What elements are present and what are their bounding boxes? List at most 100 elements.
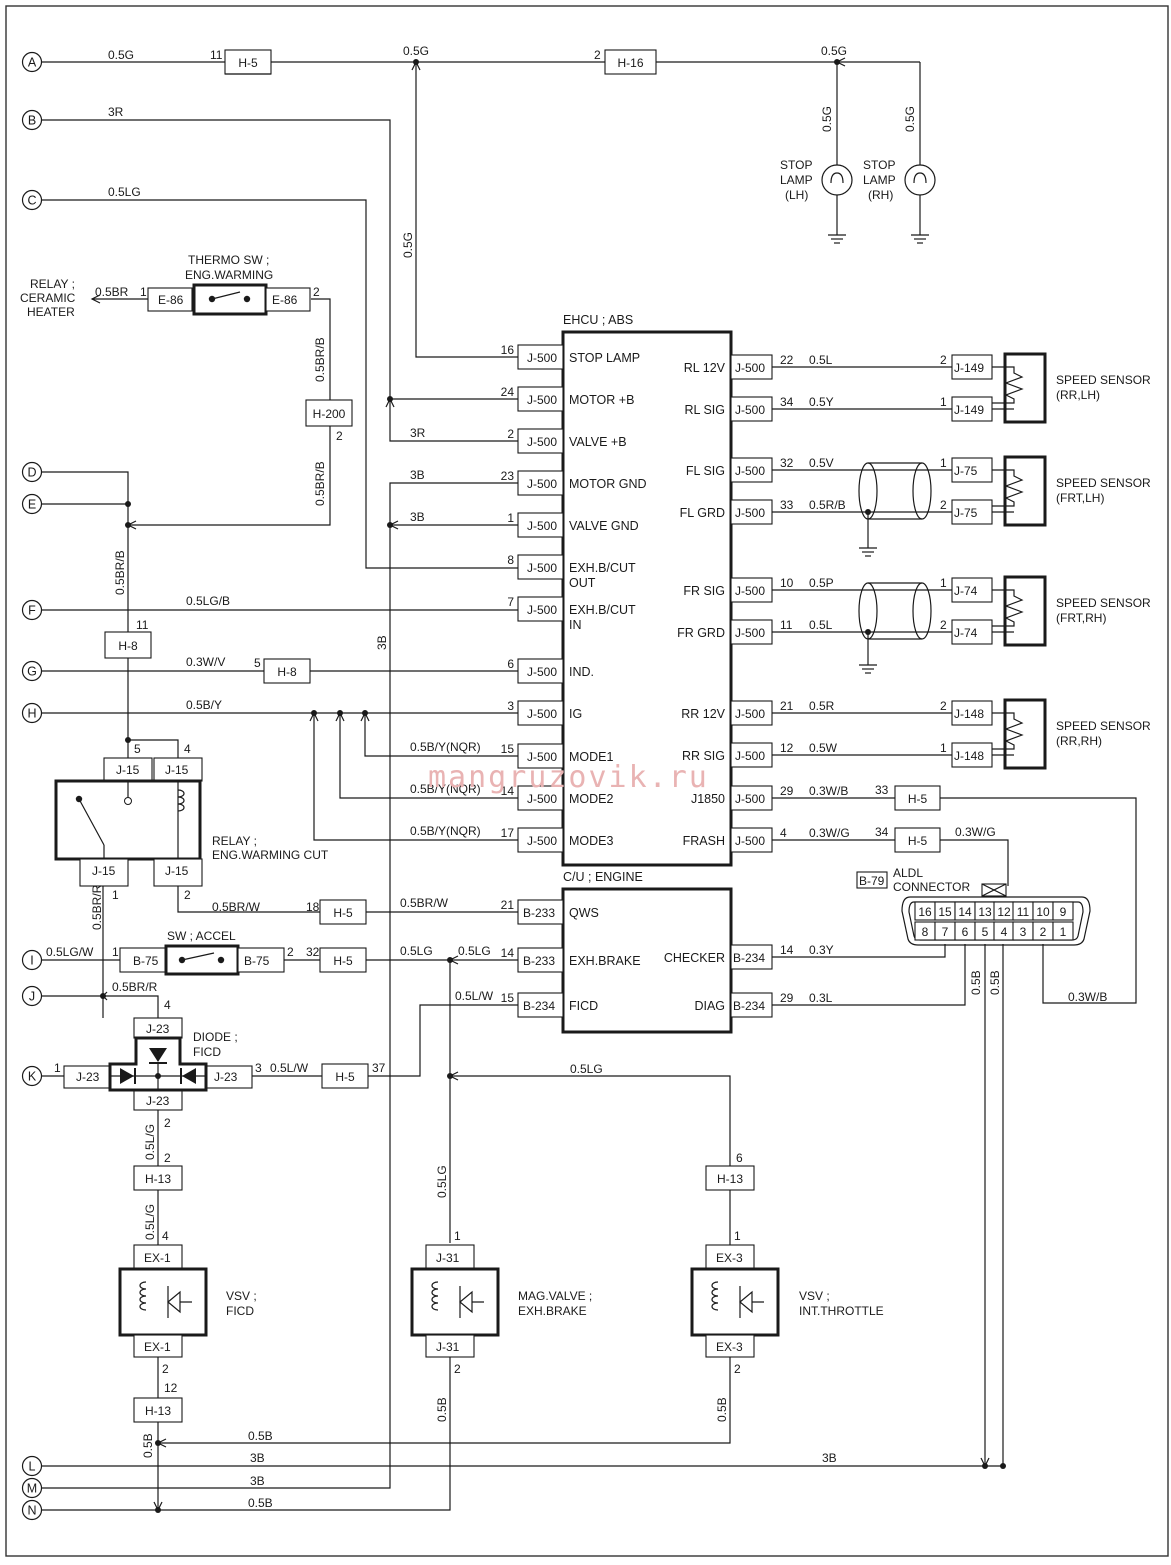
sensor-pin-num: 1 [940, 576, 947, 590]
vsv_ficd-body [118, 1267, 208, 1337]
terminal-label-b: B [28, 114, 36, 128]
cu-engine-title: C/U ; ENGINE [563, 870, 643, 884]
ehcu-right-conn [730, 619, 773, 645]
stop-lamp-rh: STOP LAMP (RH) [863, 158, 936, 202]
ehcu-left-pin-num: 15 [501, 742, 515, 756]
sensor-pin-num: 1 [940, 395, 947, 409]
wire-label-22: 0.5LG [570, 1062, 603, 1076]
ehcu-left-conn [517, 658, 564, 684]
ehcu-right-pin-num: 12 [780, 741, 794, 755]
conn-h200-label: H-200 [313, 407, 346, 421]
ehcu-left-conn [517, 470, 564, 496]
ehcu-left-label: IG [569, 707, 582, 721]
relay-label-1: RELAY ; [212, 834, 257, 848]
accel-label: SW ; ACCEL [167, 929, 236, 943]
relay-pin-2: 2 [184, 888, 191, 902]
ehcu-left-conn-label: J-500 [527, 603, 557, 617]
conn-h5-ficd [321, 1063, 369, 1089]
ceramic-l2: CERAMIC [20, 291, 76, 305]
accel-conn-r: B-75 [244, 954, 270, 968]
wire-label-10: 0.5B/Y [186, 698, 222, 712]
speed-sensor-body [1003, 698, 1047, 770]
wire-label-8: 0.5LG/B [186, 594, 230, 608]
ehcu-left-label: STOP LAMP [569, 351, 640, 365]
ehcu-right-wire-label: 0.5L [809, 618, 833, 632]
sensor-conn-label: J-148 [954, 749, 984, 763]
ehcu-left-conn-label: J-500 [527, 435, 557, 449]
conn-h13-a-label: H-13 [145, 1172, 171, 1186]
wire-label-v-4: 0.5BR/B [313, 461, 327, 506]
terminal-label-g: G [27, 665, 37, 679]
ehcu-left-conn-label: J-500 [527, 834, 557, 848]
cu-left-conn-label: B-233 [523, 954, 555, 968]
diode-pin-2: 2 [164, 1116, 171, 1130]
conn-h5-exh-label: H-5 [333, 954, 353, 968]
aldl-pin-bottom: 4 [1001, 925, 1008, 939]
ehcu-left-conn-label: J-500 [527, 351, 557, 365]
wire-label-28: 0.3W/B [1068, 990, 1107, 1004]
thermo-conn-l: E-86 [158, 293, 184, 307]
vsv_throttle-conn-label-bottom: EX-3 [716, 1340, 743, 1354]
wire-label-6: 3B [410, 468, 425, 482]
speed-sensor-body [1003, 455, 1047, 527]
thermo-pin1: 1 [140, 285, 147, 299]
ehcu-right-conn-label: J-500 [735, 792, 765, 806]
conn-h8-b [263, 658, 311, 684]
page-frame [5, 5, 1169, 1557]
sensor-pin-num: 2 [940, 498, 947, 512]
sensor-label-1: SPEED SENSOR [1056, 719, 1151, 733]
sensor-conn-label: J-149 [954, 361, 984, 375]
vsv_ficd-pin-top: 4 [162, 1229, 169, 1243]
ehcu-right-pin-num: 33 [780, 498, 794, 512]
wire-label-29: 0.3W/G [955, 825, 996, 839]
lamp-rh-l1: STOP [863, 158, 895, 172]
pin-number-9: 34 [875, 825, 889, 839]
accel-switch: B-75 B-75 SW ; ACCEL 1 2 [112, 929, 294, 976]
ehcu-right-conn-label: J-500 [735, 749, 765, 763]
terminal-m [21, 1477, 43, 1499]
pin-number-0: 11 [210, 48, 223, 62]
cu-left-label: QWS [569, 906, 599, 920]
sensor-label-2: (FRT,LH) [1056, 491, 1104, 505]
relay-conn-1: J-15 [116, 763, 140, 777]
ehcu-right-pin-num: 34 [780, 395, 794, 409]
vsv_ficd-label-2: FICD [226, 1304, 254, 1318]
ehcu-right-conn [730, 499, 773, 525]
sensor-conn-label: J-75 [954, 464, 978, 478]
terminal-j [21, 985, 43, 1007]
terminal-label-a: A [28, 56, 37, 70]
cable-shields [858, 462, 932, 640]
sensor-coil-icon [992, 712, 1024, 750]
vsv_ficd-conn-label-top: EX-1 [144, 1251, 171, 1265]
junction-dot [125, 501, 131, 507]
lamp-lh-l2: LAMP [780, 173, 813, 187]
ehcu-left-pin-num: 6 [507, 657, 514, 671]
cu-left-conn [517, 992, 564, 1018]
wire-label-7: 3B [410, 510, 425, 524]
sensor-conn [951, 499, 993, 525]
conn-h5-exh [319, 947, 367, 973]
sensor-label-1: SPEED SENSOR [1056, 476, 1151, 490]
ehcu-right-conn [730, 742, 773, 768]
terminal-label-j: J [29, 990, 35, 1004]
ehcu-left-pin-num: 2 [507, 427, 514, 441]
ehcu-left-pin-num: 23 [501, 469, 515, 483]
pin-number-8: 33 [875, 783, 889, 797]
ehcu-right-conn-label: J-500 [735, 707, 765, 721]
wire-label-25: 3B [822, 1451, 837, 1465]
wire-label-12: 0.5B/Y(NQR) [410, 782, 481, 796]
wire-label-14: 0.5BR/W [212, 900, 261, 914]
cu-left-pin-num: 14 [501, 946, 515, 960]
ehcu-left-pin-num: 1 [507, 511, 514, 525]
pin-number-12: 6 [736, 1151, 743, 1165]
aldl-pin-top: 9 [1060, 905, 1067, 919]
terminal-n [21, 1499, 43, 1521]
mag_valve-conn-bottom [425, 1334, 475, 1358]
ehcu-left-conn [517, 596, 564, 622]
thermo-conn-r: E-86 [272, 293, 298, 307]
speed-sensor-body [1003, 352, 1047, 424]
ehcu-right-wire-label: 0.5L [809, 353, 833, 367]
